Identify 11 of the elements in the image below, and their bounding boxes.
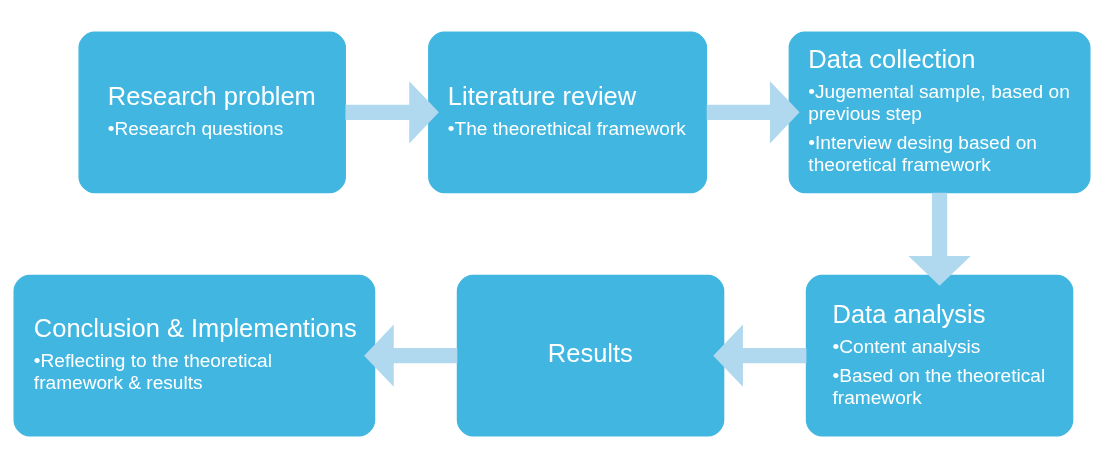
arrow — [345, 81, 439, 144]
arrow — [713, 324, 807, 387]
node-box: Conclusion & Implementions •Reflecting to the theoretical framework & results — [13, 274, 376, 437]
node-box: Data collection •Jugemental sample, based on previous step •Interview desing based on theoretical framework — [788, 31, 1091, 194]
node-box: Research problem •Research questions — [78, 31, 346, 194]
arrow — [364, 324, 458, 387]
node-box: Data analysis •Content analysis •Based on the theoretical framework — [805, 274, 1074, 437]
node-box: Literature review •The theorethical framework — [428, 31, 708, 194]
arrow — [706, 81, 800, 144]
arrow — [908, 192, 971, 286]
node-box: Results — [456, 274, 725, 437]
